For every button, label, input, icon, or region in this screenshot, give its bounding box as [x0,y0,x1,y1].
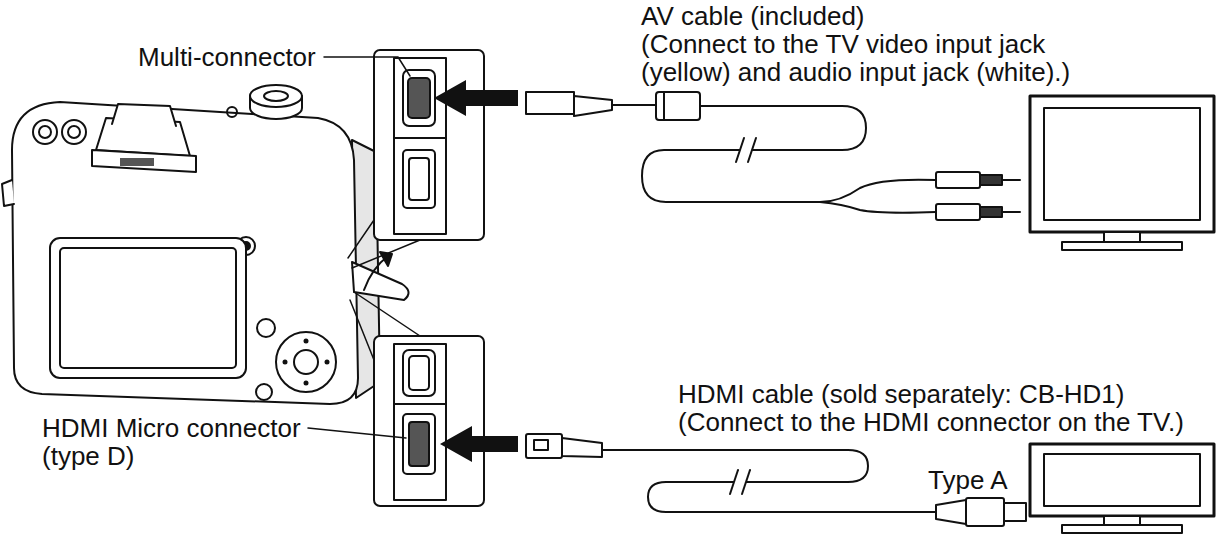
inset-panel [409,158,429,200]
television [1104,232,1140,242]
inset-panel [403,350,435,396]
av-cable [574,96,612,116]
av-cable [612,104,656,106]
lcd-monitor [50,238,246,378]
inset-panel [403,70,435,126]
television [1044,108,1200,220]
av-cable [736,138,744,162]
inset-panel [394,344,446,500]
hdmi-cable [526,434,562,458]
connector-door [352,262,409,300]
rca-plug [1002,211,1020,213]
hot-shoe [120,158,154,166]
inset-panel [394,403,446,405]
av-cable [526,92,574,114]
inset-panel [409,356,429,390]
wheel-mark [304,339,309,344]
rca-plug [936,204,980,220]
insert-arrow [434,80,518,116]
rca-plug [980,175,1002,185]
cable-note: (Connect to the TV video input jack (yel… [641,30,1091,86]
control-button [257,319,275,337]
hdmi-cable [602,450,936,512]
cable-label: AV cable (included) [641,2,865,30]
rca-plug [936,172,1020,220]
camera-body [12,102,358,404]
mode-dial [264,91,288,101]
inset-panel [403,150,435,208]
zoom-line [348,220,374,258]
hdmi-cable [534,440,548,450]
control-button [256,384,272,400]
hot-shoe [92,104,196,172]
control-button [62,120,86,144]
control-button [33,120,275,400]
television [1104,516,1140,525]
hot-shoe [92,150,196,172]
television [1030,96,1214,533]
control-button [68,126,80,138]
television [1062,242,1182,250]
control-button [33,120,57,144]
inset-panel [409,422,429,466]
television [1062,525,1182,533]
cable-label: HDMI cable (sold separately: CB-HD1) [678,380,1124,408]
rca-plug [936,172,980,188]
plug-label: Type A [928,466,1008,494]
rca-plug [1002,179,1020,181]
av-cable [663,92,665,120]
leader-line [308,428,406,438]
wheel-mark [325,360,330,365]
connector-door [352,252,409,300]
hdmi-plug [936,498,1026,526]
zoom-line [352,240,420,268]
camera-body [2,180,14,206]
leader-line [308,57,410,438]
insert-arrow [440,426,518,462]
rca-plug [980,207,1002,217]
hdmi-plug [1004,503,1026,521]
wheel-mark [304,381,309,386]
control-button [39,126,51,138]
camera-body [2,102,380,404]
leader-line [324,57,410,76]
insert-arrow [434,80,518,462]
connector-label: HDMI Micro connector (type D) [42,414,332,470]
av-cable [656,92,700,120]
mode-dial [227,85,302,119]
zoom-line [354,292,420,336]
hot-shoe [112,104,176,126]
control-wheel [276,332,336,392]
television [1030,96,1214,232]
mode-dial [250,85,302,107]
cable-note: (Connect to the HDMI connector on the TV… [678,408,1184,436]
av-cable [748,138,756,162]
wheel-mark [283,360,288,365]
zoom-line [350,300,374,360]
inset-panel [394,137,446,139]
hdmi-cable [562,438,602,457]
av-cable [526,92,936,213]
lcd-monitor [60,248,236,368]
control-wheel [276,332,336,392]
hdmi-cable [526,434,936,512]
inset-panel [403,414,435,474]
control-wheel [294,350,318,374]
mode-dial [227,107,237,117]
control-wheel [283,339,330,386]
television [1030,444,1214,516]
lcd-monitor [50,238,246,378]
hdmi-cable [730,470,738,494]
hdmi-plug [936,500,966,524]
av-cable [820,202,936,213]
hdmi-cable [742,470,750,494]
television [1044,454,1200,506]
connector-label: Multi-connector [138,43,316,71]
inset-panel [374,336,484,506]
hdmi-plug [966,498,1004,526]
inset-panel [408,78,430,118]
inset-panel [394,58,446,234]
inset-panel [374,50,484,240]
